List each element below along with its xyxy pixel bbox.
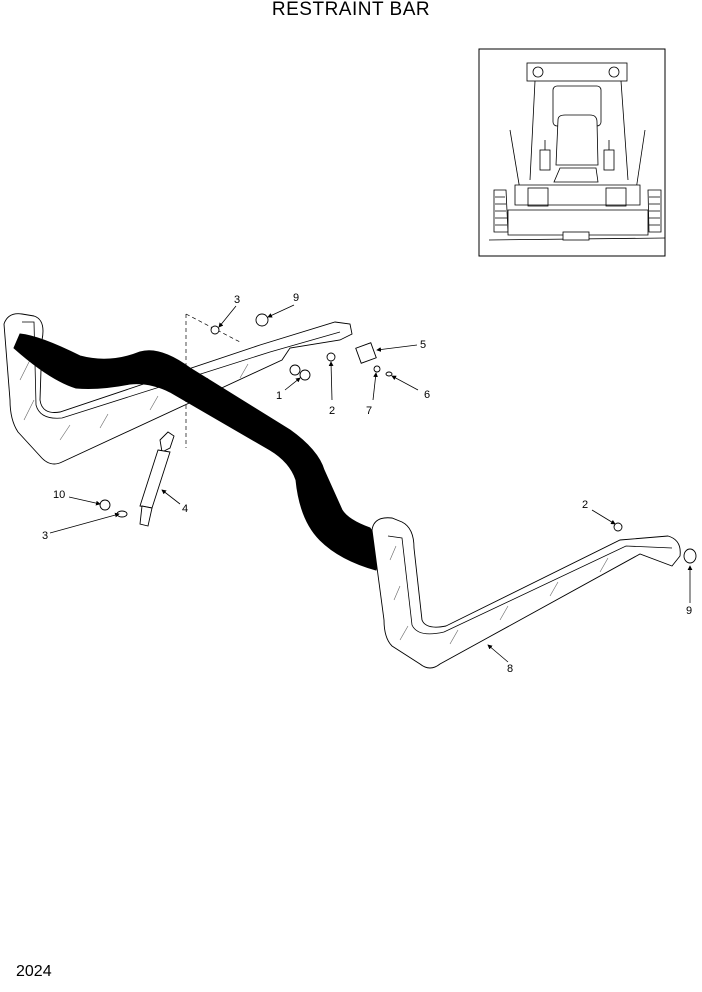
page-number: 2024 [16,963,52,980]
callout-7: 7 [366,405,372,417]
right-restraint-arm [371,517,681,669]
callout-10: 10 [53,489,65,501]
callout-6: 6 [424,389,430,401]
callout-2-top: 2 [329,405,335,417]
callout-3-bottom: 3 [42,530,48,542]
callout-leaders [49,304,693,663]
callout-8: 8 [507,663,513,675]
callout-2-right: 2 [582,499,588,511]
hardware-parts [99,313,697,564]
callout-5: 5 [420,339,426,351]
page-title: RESTRAINT BAR [271,0,431,20]
gas-spring [139,431,175,527]
callout-9-top: 9 [293,292,299,304]
callout-9-right: 9 [686,605,692,617]
callout-3-top: 3 [234,294,240,306]
machine-inset-view [478,48,666,257]
callout-4: 4 [182,503,188,515]
callout-1: 1 [276,390,282,402]
padded-restraint-bar [13,333,385,571]
